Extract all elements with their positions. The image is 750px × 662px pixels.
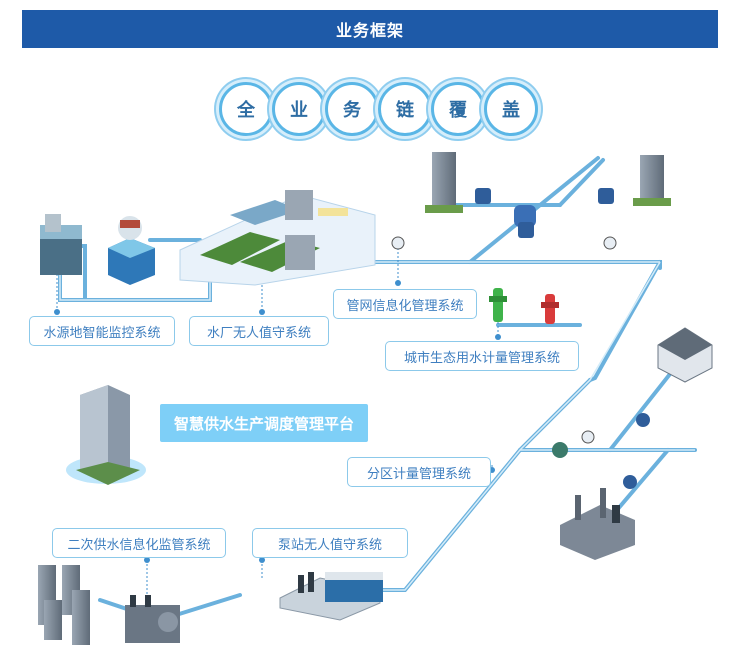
label-pipe-network: 管网信息化管理系统	[333, 289, 477, 319]
pressure-gauge-icon	[391, 236, 617, 444]
hydrant-green-icon	[489, 288, 507, 322]
valve-icon	[552, 413, 650, 489]
coverage-char-6: 盖	[484, 82, 538, 136]
pump-unit-icon	[125, 595, 180, 643]
coverage-char-1: 全	[219, 82, 273, 136]
coverage-char-4: 链	[378, 82, 432, 136]
coverage-char-2: 业	[272, 82, 326, 136]
house-icon	[657, 327, 713, 383]
platform-title: 智慧供水生产调度管理平台	[160, 404, 368, 442]
office-building-icon	[633, 155, 671, 206]
label-district-metering: 分区计量管理系统	[347, 457, 491, 487]
coverage-char-5: 覆	[431, 82, 485, 136]
meter-icon	[475, 188, 614, 238]
label-city-ecology: 城市生态用水计量管理系统	[385, 341, 579, 371]
residential-buildings-icon	[38, 565, 90, 645]
label-plant: 水厂无人值守系统	[189, 316, 329, 346]
reservoir-icon	[108, 216, 155, 285]
water-source-icon	[40, 214, 82, 275]
label-pump-station: 泵站无人值守系统	[252, 528, 408, 558]
factory-icon	[560, 488, 635, 560]
hydrant-red-icon	[541, 294, 559, 324]
label-water-source: 水源地智能监控系统	[29, 316, 175, 346]
pump-station-icon	[279, 572, 383, 621]
coverage-char-3: 务	[325, 82, 379, 136]
water-plant-icon	[179, 190, 376, 286]
office-building-icon	[425, 152, 463, 213]
label-secondary-supply: 二次供水信息化监管系统	[52, 528, 226, 558]
platform-building-icon	[66, 385, 146, 485]
page-title: 业务框架	[22, 10, 718, 48]
